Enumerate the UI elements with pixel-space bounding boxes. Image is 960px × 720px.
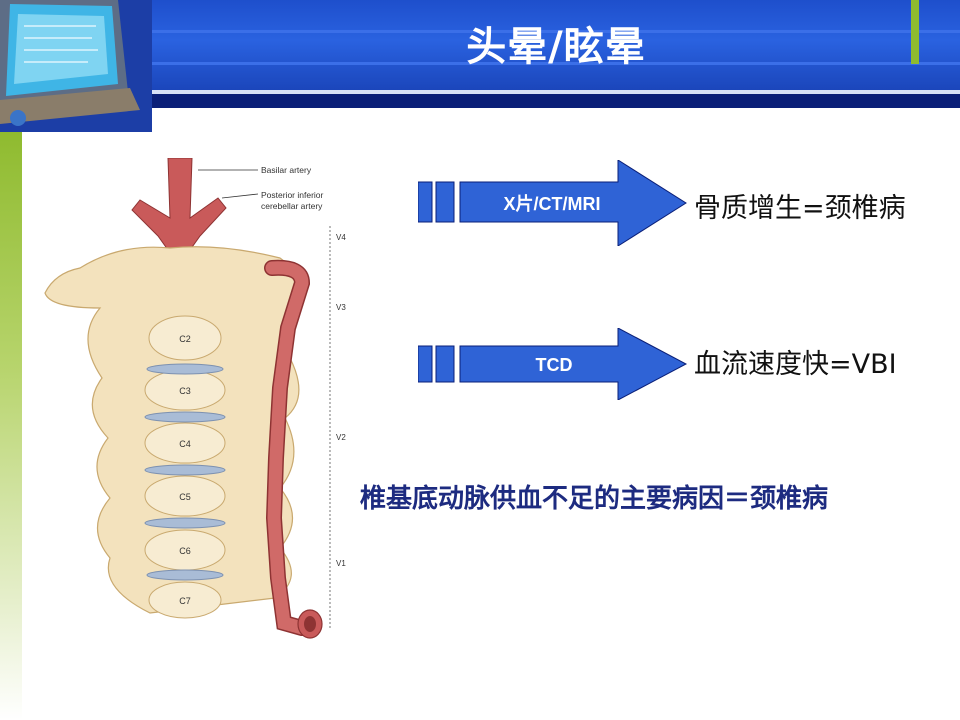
label-pica-line2: cerebellar artery <box>261 201 323 211</box>
method-label: X片/CT/MRI <box>504 193 601 214</box>
result-text: 血流速度快=VBI <box>694 349 897 380</box>
segment-label: V2 <box>336 433 346 442</box>
conclusion-text: 椎基底动脉供血不足的主要病因＝颈椎病 <box>360 484 829 514</box>
header-band <box>152 0 960 90</box>
result-text: 骨质增生=颈椎病 <box>694 193 906 224</box>
vertebra-label: C3 <box>179 386 191 396</box>
segment-label: V4 <box>336 233 346 242</box>
label-basilar-artery: Basilar artery <box>261 165 312 175</box>
vertebra-label: C6 <box>179 546 191 556</box>
method-label: TCD <box>536 355 573 375</box>
side-accent <box>0 132 22 720</box>
method-arrow-imaging: X片/CT/MRI <box>417 159 688 250</box>
vertebra-label: C4 <box>179 439 191 449</box>
computer-logo-icon <box>0 0 152 132</box>
header-stripe <box>152 62 960 65</box>
vertebra-label: C7 <box>179 596 191 606</box>
header-stripe <box>152 30 960 33</box>
vertebra-label: C2 <box>179 334 191 344</box>
slide-title: 头晕/眩晕 <box>466 24 646 70</box>
accent-bar <box>911 0 919 64</box>
cervical-spine-illustration: Basilar artery Posterior inferior cerebe… <box>40 157 370 663</box>
header-divider <box>152 90 960 94</box>
label-pica-line1: Posterior inferior <box>261 190 324 200</box>
method-arrow-tcd: TCD <box>417 327 688 404</box>
vertebra-label: C5 <box>179 492 191 502</box>
segment-label: V3 <box>336 303 346 312</box>
segment-label: V1 <box>336 559 346 568</box>
